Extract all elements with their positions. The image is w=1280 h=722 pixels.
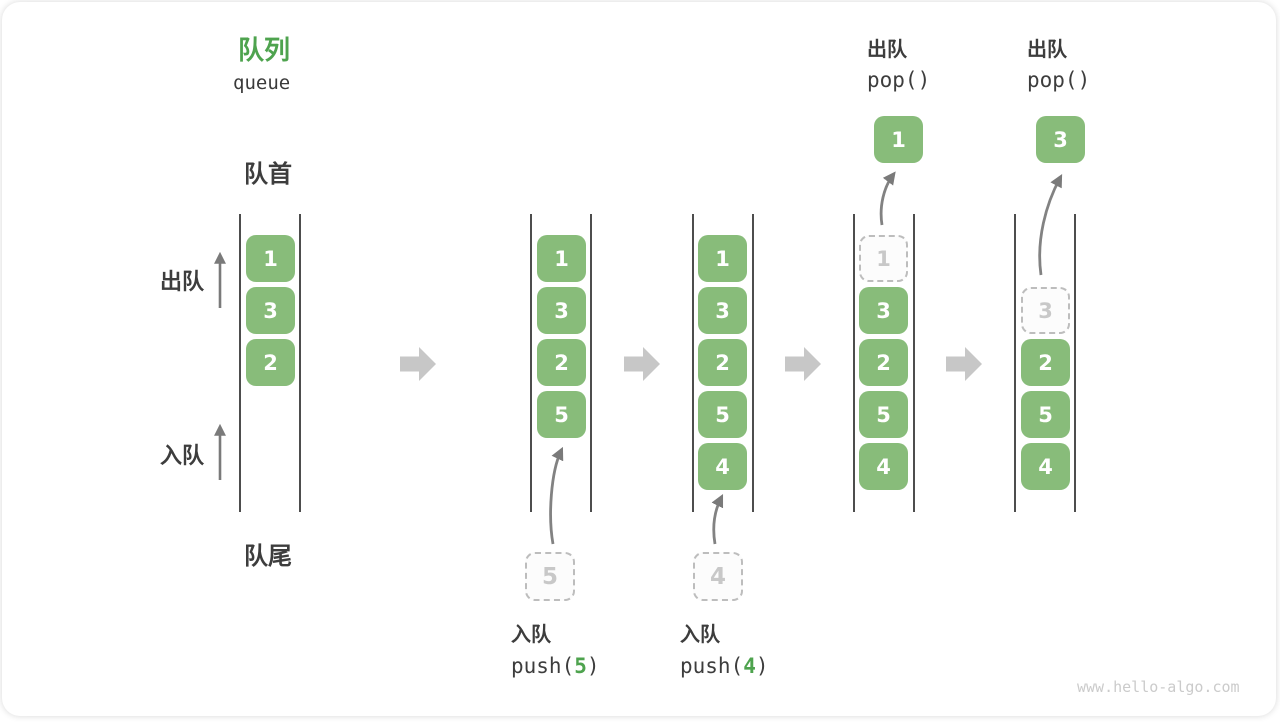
queue-wall-right (752, 214, 754, 512)
pop-3-arrow-icon (1038, 174, 1063, 276)
queue-wall-left (530, 214, 532, 512)
queue-wall-left (692, 214, 694, 512)
queue-front-label: 队首 (244, 160, 292, 188)
queue-box: 1 (537, 235, 586, 282)
queue-rear-label: 队尾 (244, 542, 292, 570)
queue-box: 4 (1021, 443, 1070, 490)
enqueue-op-code: push(5) (511, 654, 600, 678)
removed-element-ghost-box: 3 (1021, 287, 1070, 334)
queue-box: 5 (698, 391, 747, 438)
enqueue-op-code: push(4) (680, 654, 769, 678)
queue-box: 2 (698, 339, 747, 386)
queue-box: 2 (1021, 339, 1070, 386)
queue-box: 4 (698, 443, 747, 490)
figure-subtitle: queue (233, 72, 291, 94)
code-arg: 4 (743, 654, 756, 678)
watermark: www.hello-algo.com (1077, 678, 1240, 696)
queue-wall-left (853, 214, 855, 512)
push-5-arrow-icon (549, 446, 564, 545)
queue-box: 1 (246, 235, 295, 282)
queue-box: 5 (859, 391, 908, 438)
pop-1-arrow-icon (879, 171, 896, 226)
queue-wall-left (1014, 214, 1016, 512)
code-text: ) (755, 654, 769, 678)
code-text: push( (511, 654, 575, 678)
incoming-element-box: 4 (693, 552, 743, 601)
queue-box: 4 (859, 443, 908, 490)
queue-box: 2 (859, 339, 908, 386)
queue-box: 2 (246, 339, 295, 386)
queue-wall-left (239, 214, 241, 512)
queue-wall-right (590, 214, 592, 512)
stage-arrow-icon (785, 347, 821, 381)
stage-arrow-icon (624, 347, 660, 381)
code-text: ) (586, 654, 600, 678)
popped-element-box: 1 (874, 116, 923, 163)
code-arg: 5 (574, 654, 587, 678)
dequeue-op-label: 出队 (1027, 37, 1067, 61)
figure-title: 队列 (238, 36, 291, 66)
queue-box: 3 (537, 287, 586, 334)
queue-wall-right (299, 214, 301, 512)
popped-element-box: 3 (1036, 116, 1085, 163)
queue-box: 3 (698, 287, 747, 334)
queue-box: 2 (537, 339, 586, 386)
code-text: push( (680, 654, 744, 678)
incoming-element-box: 5 (525, 552, 575, 601)
enqueue-op-label: 入队 (680, 622, 720, 646)
push-4-arrow-icon (711, 493, 724, 545)
stage-arrow-icon (400, 347, 436, 381)
enqueue-side-label: 入队 (160, 444, 205, 469)
queue-box: 1 (698, 235, 747, 282)
queue-wall-right (1074, 214, 1076, 512)
removed-element-ghost-box: 1 (859, 235, 908, 282)
queue-box: 3 (859, 287, 908, 334)
dequeue-side-label: 出队 (160, 270, 205, 295)
queue-box: 5 (1021, 391, 1070, 438)
queue-box: 3 (246, 287, 295, 334)
dequeue-op-code: pop() (867, 68, 931, 92)
queue-box: 5 (537, 391, 586, 438)
enqueue-op-label: 入队 (511, 622, 551, 646)
queue-wall-right (913, 214, 915, 512)
dequeue-op-label: 出队 (867, 37, 907, 61)
stage-arrow-icon (946, 347, 982, 381)
dequeue-op-code: pop() (1027, 68, 1091, 92)
